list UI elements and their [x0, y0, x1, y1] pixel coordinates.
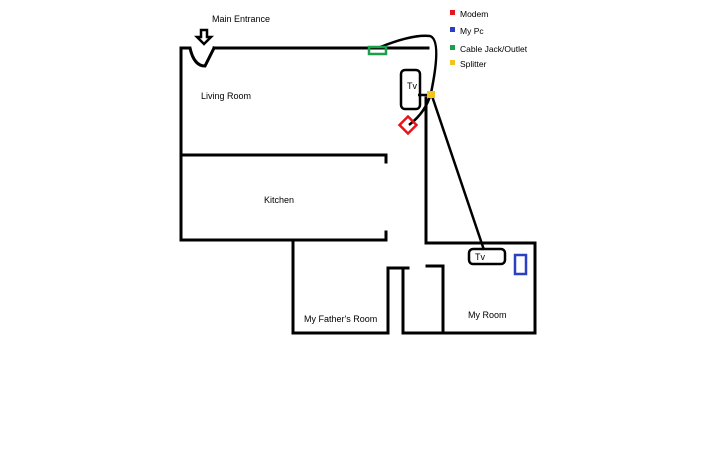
legend-item-pc: My Pc — [450, 26, 484, 36]
living-room-tv — [399, 68, 422, 111]
legend-item-modem: Modem — [450, 9, 488, 19]
my-pc — [513, 253, 528, 276]
legend-label-pc: My Pc — [460, 26, 484, 36]
main-entrance-label: Main Entrance — [212, 14, 270, 24]
legend: Modem My Pc Cable Jack/Outlet Splitter — [450, 9, 528, 69]
my-room-tv-label: Tv — [475, 252, 485, 262]
splitter — [427, 91, 435, 98]
living-room-tv-label: Tv — [407, 81, 417, 91]
cable-outlet-to-splitter — [377, 34, 438, 94]
legend-swatch-splitter — [450, 60, 455, 65]
legend-item-outlet: Cable Jack/Outlet — [450, 44, 528, 54]
down-arrow-icon — [193, 28, 215, 46]
modem — [397, 114, 419, 136]
legend-item-splitter: Splitter — [450, 59, 487, 69]
entrance-notch — [179, 45, 217, 68]
my-room-label: My Room — [468, 310, 507, 320]
fathers-room-label: My Father's Room — [304, 314, 377, 324]
living-room-label: Living Room — [201, 91, 251, 101]
kitchen-label: Kitchen — [264, 195, 294, 205]
legend-label-modem: Modem — [460, 9, 488, 19]
cable-jack-outlet — [367, 45, 388, 56]
legend-label-outlet: Cable Jack/Outlet — [460, 44, 528, 54]
legend-swatch-modem — [450, 10, 455, 15]
legend-swatch-pc — [450, 27, 455, 32]
cable-splitter-to-my-room-tv — [430, 95, 486, 251]
legend-label-splitter: Splitter — [460, 59, 487, 69]
legend-swatch-outlet — [450, 45, 455, 50]
walls — [179, 45, 537, 335]
my-room-tv — [467, 247, 507, 266]
